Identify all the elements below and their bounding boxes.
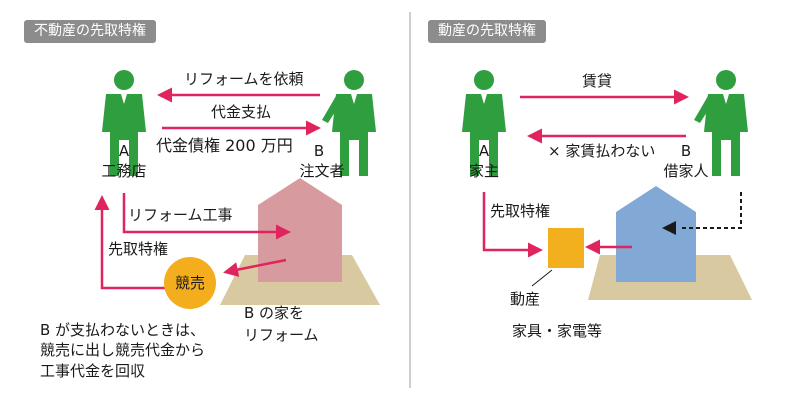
right-house-icon bbox=[616, 186, 696, 282]
left-party-b-name: 注文者 bbox=[299, 162, 345, 180]
left-payment-label: 代金支払 bbox=[211, 103, 272, 121]
left-panel-title: 不動産の先取特権 bbox=[24, 20, 156, 43]
auction-label: 競売 bbox=[174, 274, 205, 292]
left-arrow-auction bbox=[223, 258, 287, 278]
right-dashed-connector bbox=[680, 192, 742, 229]
right-party-a-letter: A bbox=[478, 142, 490, 160]
left-arrow-lien bbox=[94, 195, 165, 290]
right-arrow-lien bbox=[482, 192, 543, 258]
right-nonpayment-label: × 家賃払わない bbox=[548, 142, 656, 160]
left-note: B が支払わないときは、 競売に出し競売代金から 工事代金を回収 bbox=[40, 321, 206, 380]
left-request-label: リフォームを依頼 bbox=[184, 70, 304, 88]
left-person-b-icon bbox=[322, 70, 376, 176]
right-lien-label: 先取特権 bbox=[490, 202, 551, 220]
right-party-b-letter: B bbox=[680, 142, 692, 160]
left-party-b-letter: B bbox=[313, 142, 325, 160]
right-person-a-icon bbox=[462, 70, 506, 176]
right-party-b-name: 借家人 bbox=[663, 162, 709, 180]
right-panel-title: 動産の先取特権 bbox=[428, 20, 546, 43]
left-house-icon bbox=[258, 178, 342, 282]
left-work-label: リフォーム工事 bbox=[128, 206, 233, 224]
auction-coin-icon bbox=[164, 257, 216, 309]
left-person-a-icon bbox=[102, 70, 146, 176]
left-house-caption: B の家を リフォーム bbox=[244, 304, 319, 344]
movable-label: 動産 bbox=[510, 290, 541, 308]
left-party-a-name: 工務店 bbox=[101, 162, 147, 180]
left-lien-label: 先取特権 bbox=[108, 240, 169, 258]
movable-items-label: 家具・家電等 bbox=[512, 322, 603, 340]
left-debt-label: 代金債権 200 万円 bbox=[156, 136, 293, 155]
right-party-a-name: 家主 bbox=[468, 162, 499, 180]
left-party-a-letter: A bbox=[118, 142, 130, 160]
right-person-b-icon bbox=[694, 70, 748, 176]
right-lease-label: 賃貸 bbox=[582, 72, 613, 90]
left-arrow-work bbox=[122, 193, 291, 240]
right-dashed-arrowhead bbox=[662, 221, 676, 235]
movable-box-icon bbox=[548, 228, 584, 268]
movable-leader-line bbox=[531, 269, 553, 287]
